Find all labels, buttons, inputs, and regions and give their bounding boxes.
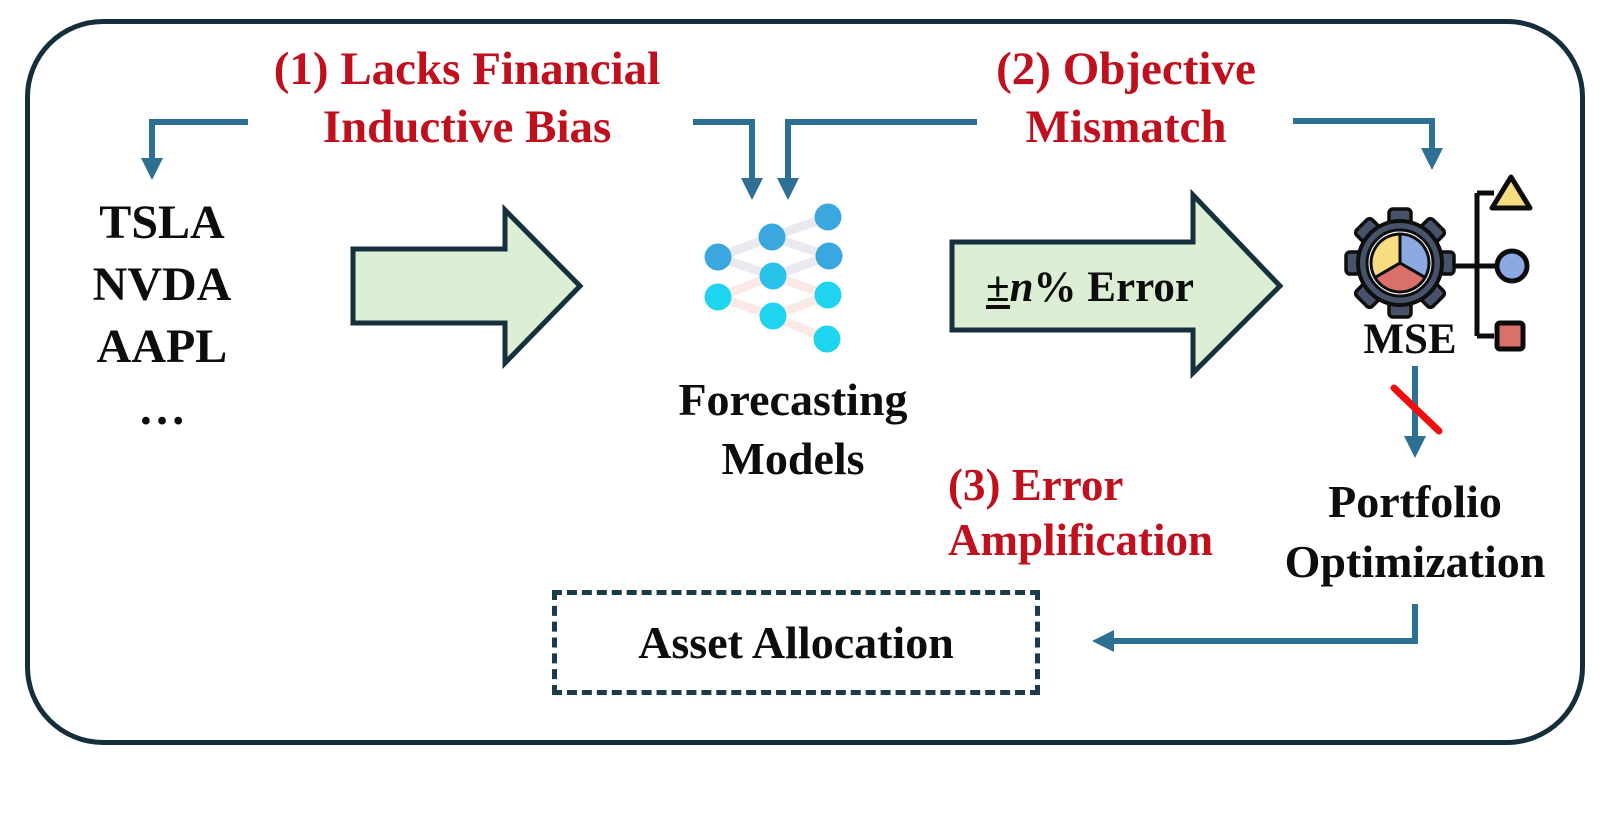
portfolio-line1: Portfolio — [1328, 476, 1502, 527]
circle-asset-icon — [1494, 248, 1530, 284]
red-slash-icon — [1390, 384, 1443, 435]
pie-chart-icon — [1369, 232, 1431, 294]
arrow-issue2-to-models — [777, 119, 977, 200]
square-asset-icon — [1494, 320, 1526, 352]
flow-arrow-error — [949, 188, 1284, 380]
issue-2-line1: (2) Objective — [996, 43, 1256, 95]
asset-allocation-box: Asset Allocation — [552, 590, 1040, 695]
ticker-item: AAPL — [96, 320, 228, 373]
figure-border — [25, 19, 1585, 745]
portfolio-line2: Optimization — [1284, 536, 1546, 587]
ticker-list: TSLA NVDA AAPL … — [42, 192, 282, 440]
neural-network-icon — [704, 203, 843, 353]
ticker-item: NVDA — [92, 258, 232, 311]
error-arrow-label: ±n% Error — [950, 262, 1230, 314]
forecasting-line1: Forecasting — [678, 374, 908, 425]
arrow-issue1-to-tickers — [141, 119, 248, 180]
error-suffix: % Error — [1033, 264, 1194, 311]
issue-3-line1: (3) Error — [948, 460, 1124, 510]
issue-3-line2: Amplification — [948, 515, 1213, 565]
issue-1-line2: Inductive Bias — [322, 101, 612, 153]
plus-minus-symbol: ± — [986, 264, 1010, 311]
forecasting-line2: Models — [721, 433, 865, 484]
mse-gear-icon — [1344, 207, 1456, 319]
asset-class-bracket — [1455, 190, 1495, 339]
triangle-asset-icon — [1489, 174, 1533, 211]
issue-3-label: (3) Error Amplification — [948, 458, 1328, 568]
forecasting-models-label: Forecasting Models — [643, 370, 943, 488]
issue-2-label: (2) Objective Mismatch — [926, 40, 1326, 156]
ticker-item: TSLA — [99, 196, 225, 249]
arrow-issue1-to-models — [693, 119, 763, 200]
portfolio-optimization-label: Portfolio Optimization — [1255, 472, 1575, 592]
mse-label: MSE — [1363, 316, 1457, 363]
arrow-portfolio-to-allocation — [1092, 604, 1418, 652]
arrow-issue2-to-mse — [1293, 118, 1443, 170]
issue-1-line1: (1) Lacks Financial — [273, 43, 661, 95]
issue-2-line2: Mismatch — [1025, 101, 1227, 153]
flow-arrow-tickers-to-models — [350, 203, 584, 370]
arrow-mse-to-portfolio-crossed — [1390, 366, 1443, 458]
ticker-ellipsis: … — [138, 382, 186, 435]
issue-1-label: (1) Lacks Financial Inductive Bias — [227, 40, 707, 156]
n-variable: n — [1009, 264, 1034, 311]
asset-allocation-label: Asset Allocation — [638, 617, 954, 668]
